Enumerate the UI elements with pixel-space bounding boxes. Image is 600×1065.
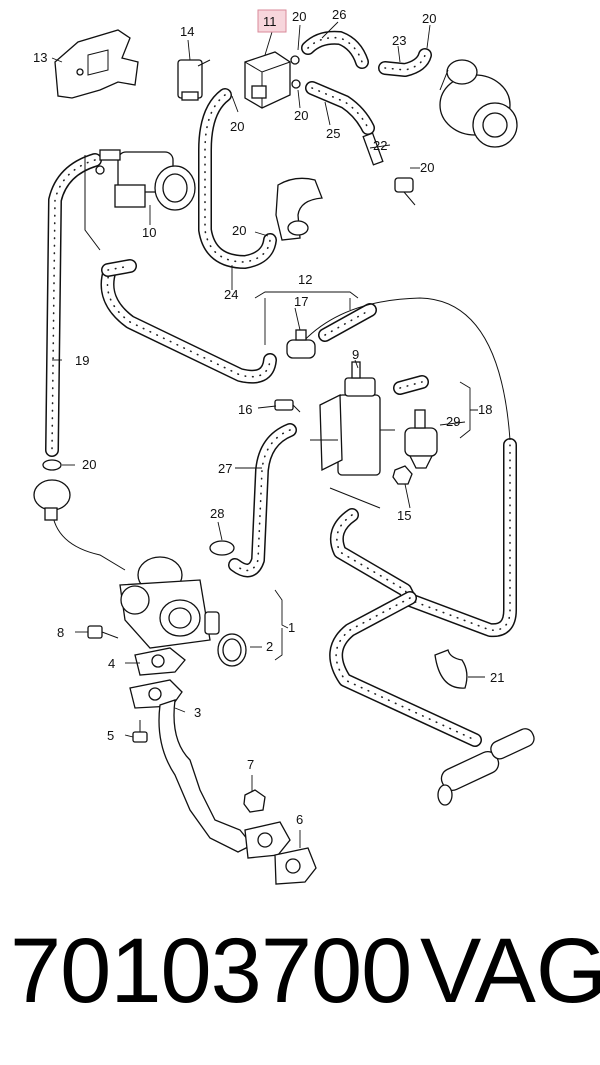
hose-25 xyxy=(305,81,375,135)
callout-6: 6 xyxy=(296,812,303,827)
part-28-clamp xyxy=(209,540,235,556)
callout-7: 7 xyxy=(247,757,254,772)
part-15-nut xyxy=(392,465,413,485)
part-21-clamp xyxy=(434,649,468,689)
callout-10: 10 xyxy=(142,225,156,240)
callout-15: 15 xyxy=(397,508,411,523)
elbow-pipe xyxy=(275,177,323,241)
turbocharger xyxy=(439,59,518,148)
callout-24: 24 xyxy=(224,287,238,302)
callout-17: 17 xyxy=(294,294,308,309)
part-2-gasket xyxy=(217,633,247,667)
bracket-lines xyxy=(254,291,478,661)
part-17 xyxy=(286,329,316,359)
clamp-20-left xyxy=(42,459,62,471)
callout-26: 26 xyxy=(332,7,346,22)
part-14 xyxy=(177,59,211,101)
part-8-bolt xyxy=(87,625,119,639)
part-6-gasket xyxy=(244,821,317,885)
callout-labels: 11 20 26 20 23 14 13 20 20 25 22 20 10 2… xyxy=(33,7,504,827)
callout-22: 22 xyxy=(373,138,387,153)
callout-21: 21 xyxy=(490,670,504,685)
hose-lower-right xyxy=(329,591,482,747)
hose-27 xyxy=(228,423,297,578)
part-29-filter xyxy=(404,409,438,469)
hose-short-top xyxy=(101,259,137,277)
hose-23 xyxy=(378,48,432,77)
part-4-gasket xyxy=(134,647,186,676)
part-11-solenoid xyxy=(244,51,301,109)
callout-25: 25 xyxy=(326,126,340,141)
part-7-nut xyxy=(243,789,266,813)
callout-20: 20 xyxy=(422,11,436,26)
part-16-bolt xyxy=(274,399,301,413)
part-9-solenoid xyxy=(310,361,395,476)
hose-12-upper xyxy=(100,263,277,384)
callout-4: 4 xyxy=(108,656,115,671)
callout-28: 28 xyxy=(210,506,224,521)
t-connector xyxy=(437,728,535,806)
callout-23: 23 xyxy=(392,33,406,48)
callout-20: 20 xyxy=(294,108,308,123)
callout-27: 27 xyxy=(218,461,232,476)
callout-19: 19 xyxy=(75,353,89,368)
callout-9: 9 xyxy=(352,347,359,362)
hose-18 xyxy=(393,375,429,395)
callout-20: 20 xyxy=(292,9,306,24)
part-10-valve xyxy=(95,149,196,211)
callout-3: 3 xyxy=(194,705,201,720)
callout-29: 29 xyxy=(446,414,460,429)
hose-24 xyxy=(198,88,277,269)
callout-1: 1 xyxy=(288,620,295,635)
callout-8: 8 xyxy=(57,625,64,640)
callout-20: 20 xyxy=(230,119,244,134)
part-number-text: 70103700 xyxy=(10,920,412,1022)
part-3-pipe xyxy=(129,679,254,853)
callout-20: 20 xyxy=(420,160,434,175)
hose-26 xyxy=(301,30,369,69)
highlight-box-11 xyxy=(257,9,287,33)
part-small-valve-20 xyxy=(394,177,416,206)
part-5-bolt xyxy=(132,720,148,743)
callout-2: 2 xyxy=(266,639,273,654)
hoses xyxy=(45,30,517,747)
vacuum-unit-left xyxy=(33,479,71,521)
hose-19 xyxy=(45,153,102,457)
brand-text: VAG xyxy=(420,920,600,1022)
leader-lines xyxy=(51,21,485,848)
hose-12-right xyxy=(318,303,377,342)
callout-5: 5 xyxy=(107,728,114,743)
callout-20: 20 xyxy=(232,223,246,238)
callout-14: 14 xyxy=(180,24,194,39)
egr-valve-1 xyxy=(119,556,220,649)
exploded-parts-diagram: 11 20 26 20 23 14 13 20 20 25 22 20 10 2… xyxy=(33,7,535,885)
callout-18: 18 xyxy=(478,402,492,417)
callout-16: 16 xyxy=(238,402,252,417)
callout-12: 12 xyxy=(298,272,312,287)
callout-13: 13 xyxy=(33,50,47,65)
bracket-13 xyxy=(54,29,139,99)
callout-11: 11 xyxy=(263,14,277,29)
callout-20: 20 xyxy=(82,457,96,472)
